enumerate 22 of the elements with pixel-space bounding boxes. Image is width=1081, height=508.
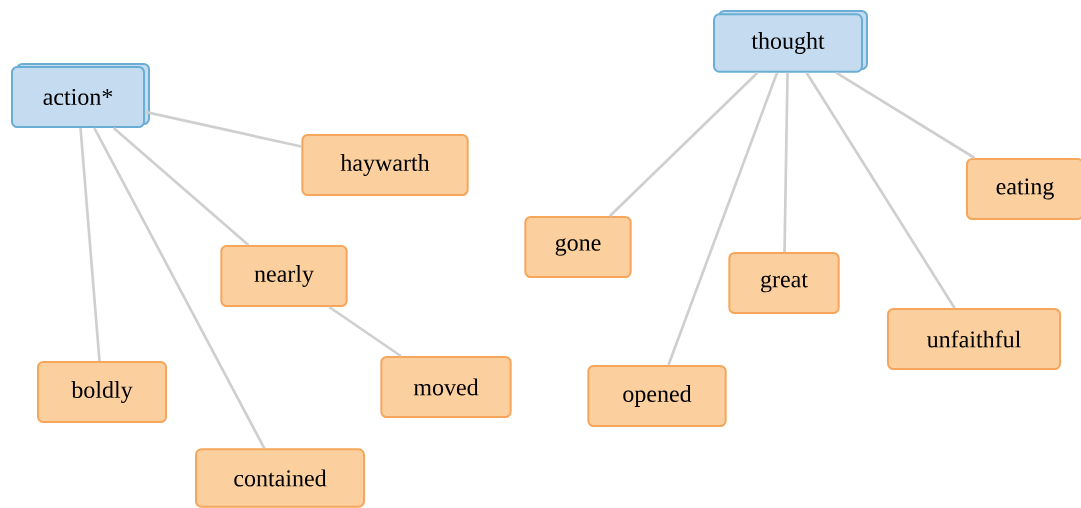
word-box: haywarth — [301, 134, 469, 196]
connector-line — [835, 71, 976, 160]
connector-line — [783, 72, 789, 253]
connector-line — [144, 110, 302, 148]
word-box: nearly — [220, 245, 348, 307]
topic-box: thought — [713, 10, 868, 73]
connector-line — [667, 72, 779, 366]
word-box: great — [728, 252, 840, 314]
topic-box: action* — [11, 63, 150, 128]
connector-line — [112, 127, 250, 246]
word-box: boldly — [37, 361, 167, 423]
connector-line — [805, 71, 956, 309]
word-box: moved — [380, 356, 512, 418]
word-box: unfaithful — [887, 308, 1061, 370]
word-box: eating — [966, 158, 1081, 220]
connector-line — [608, 71, 759, 217]
connector-line — [93, 127, 266, 449]
word-box: contained — [195, 448, 365, 508]
word-box: gone — [524, 216, 632, 278]
connector-line — [328, 305, 402, 358]
word-box: opened — [587, 365, 727, 427]
connector-line — [79, 127, 101, 362]
